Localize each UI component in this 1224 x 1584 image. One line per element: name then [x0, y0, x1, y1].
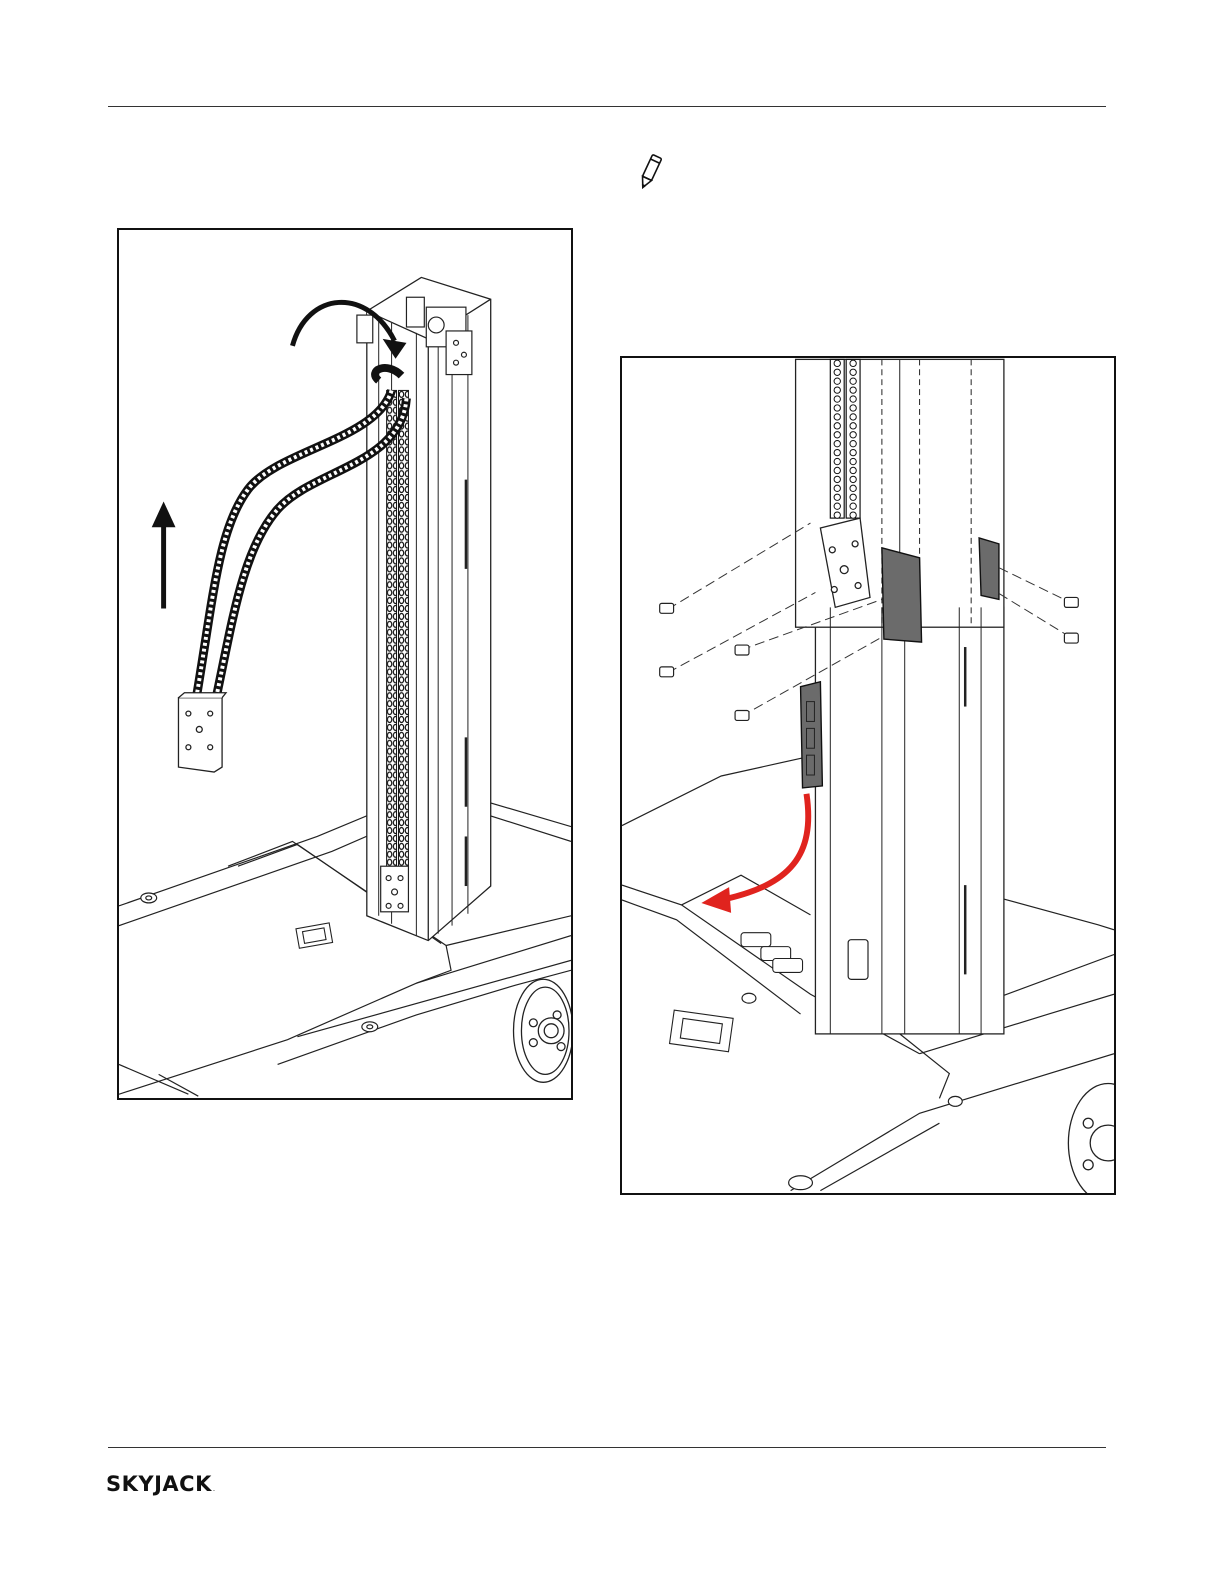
footer-rule	[108, 1447, 1106, 1448]
logo-mark: .	[213, 1485, 216, 1493]
logo-text: SKYJACK	[106, 1472, 212, 1496]
pencil-note-icon	[632, 152, 668, 192]
wear-pad-removal-illustration	[622, 358, 1114, 1193]
figure-wear-pad-removal	[620, 356, 1116, 1195]
skyjack-logo: SKYJACK.	[106, 1462, 216, 1496]
chain-removal-illustration	[119, 230, 571, 1098]
red-curved-arrow-down	[701, 794, 808, 913]
figure-chain-removal	[117, 228, 573, 1100]
header-rule	[108, 106, 1106, 107]
straight-arrow-up	[152, 501, 176, 608]
